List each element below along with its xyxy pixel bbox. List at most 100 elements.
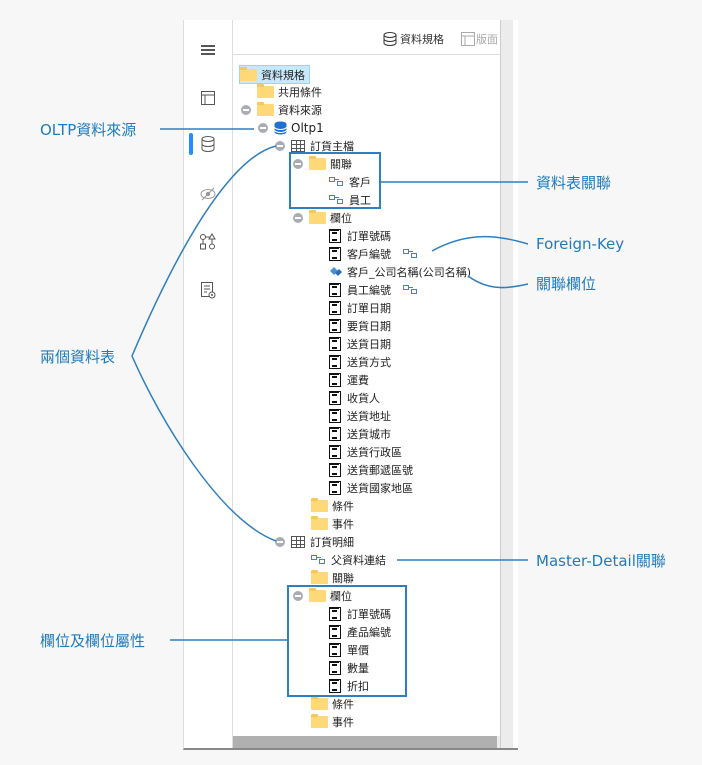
tree-node-field[interactable]: 客戶編號 xyxy=(329,245,423,262)
callout-relation-field: 關聯欄位 xyxy=(536,275,597,293)
collapse-icon[interactable] xyxy=(275,536,285,547)
tree-node-master-table[interactable]: 訂貨主檔 xyxy=(275,137,354,154)
tree-node-relation[interactable]: 員工 xyxy=(329,191,371,208)
field-icon xyxy=(329,678,341,693)
field-icon xyxy=(329,390,341,405)
horizontal-scrollbar[interactable] xyxy=(233,736,500,748)
field-icon xyxy=(329,246,341,261)
tree-node-data-sources[interactable]: 資料來源 xyxy=(241,101,322,118)
folder-icon xyxy=(240,66,257,81)
tree-node-connection[interactable]: Oltp1 xyxy=(258,119,324,136)
tree-node-detail-fields[interactable]: 欄位 xyxy=(293,587,352,604)
collapse-icon[interactable] xyxy=(258,122,268,133)
field-icon xyxy=(329,624,341,639)
tree-node-field[interactable]: 訂單日期 xyxy=(329,299,391,316)
database-icon xyxy=(274,121,287,134)
data-spec-panel: 資料規格 版面 資料規格 共用條件 資料來源 xyxy=(183,20,518,750)
database-icon[interactable] xyxy=(196,132,220,156)
tree-node-field[interactable]: 員工編號 xyxy=(329,281,423,298)
collapse-icon[interactable] xyxy=(293,590,303,601)
tree-node-shared-conditions[interactable]: 共用條件 xyxy=(257,83,322,100)
active-indicator xyxy=(189,133,193,155)
side-rail xyxy=(184,20,233,748)
collapse-icon[interactable] xyxy=(275,140,285,151)
folder-icon xyxy=(311,695,328,710)
callout-oltp-source: OLTP資料來源 xyxy=(40,121,137,139)
folder-icon xyxy=(311,515,328,530)
field-icon xyxy=(329,444,341,459)
collapse-icon[interactable] xyxy=(293,158,303,169)
menu-icon[interactable] xyxy=(196,38,220,62)
tree-pane: 資料規格 版面 資料規格 共用條件 資料來源 xyxy=(233,20,500,748)
collapse-icon[interactable] xyxy=(241,104,251,115)
field-icon xyxy=(329,426,341,441)
layout-icon[interactable] xyxy=(196,86,220,110)
relation-icon xyxy=(329,194,345,205)
tree-node-detail-relations[interactable]: 關聯 xyxy=(311,569,354,586)
tree-node-detail-table[interactable]: 訂貨明細 xyxy=(275,533,354,550)
folder-icon xyxy=(309,155,326,170)
folder-icon xyxy=(311,497,328,512)
tree-node-field[interactable]: 訂單號碼 xyxy=(329,227,391,244)
table-icon xyxy=(291,535,305,548)
relation-icon xyxy=(329,176,345,187)
callout-table-relation: 資料表關聯 xyxy=(536,174,612,192)
tree-node-field[interactable]: 送貨國家地區 xyxy=(329,479,413,496)
tree-node-master-events[interactable]: 事件 xyxy=(311,515,354,532)
field-icon xyxy=(329,228,341,243)
relation-icon xyxy=(311,554,327,565)
tree-node-parent-link[interactable]: 父資料連結 xyxy=(311,551,386,568)
panel-toolbar: 資料規格 版面 xyxy=(233,20,500,55)
table-icon xyxy=(291,139,305,152)
tree-node-field[interactable]: 送貨城市 xyxy=(329,425,391,442)
callout-master-detail: Master-Detail關聯 xyxy=(536,552,666,570)
tree-node-root[interactable]: 資料規格 xyxy=(239,65,310,84)
tree-node-field[interactable]: 運費 xyxy=(329,371,369,388)
field-icon xyxy=(329,336,341,351)
folder-icon xyxy=(311,713,328,728)
tree-node-relation[interactable]: 客戶 xyxy=(329,173,371,190)
tree-node-field[interactable]: 送貨地址 xyxy=(329,407,391,424)
tree-node-field[interactable]: 單價 xyxy=(329,641,369,658)
tree-node-master-fields[interactable]: 欄位 xyxy=(293,209,352,226)
tree-node-detail-conditions[interactable]: 條件 xyxy=(311,695,354,712)
field-icon xyxy=(329,372,341,387)
field-icon xyxy=(329,480,341,495)
tree-node-master-conditions[interactable]: 條件 xyxy=(311,497,354,514)
tree-node-master-relations[interactable]: 關聯 xyxy=(293,155,352,172)
vertical-scrollbar[interactable] xyxy=(500,20,513,748)
tree-node-field[interactable]: 產品編號 xyxy=(329,623,391,640)
eye-off-icon[interactable] xyxy=(196,182,220,206)
database-icon xyxy=(383,32,397,46)
folder-icon xyxy=(311,569,328,584)
collapse-icon[interactable] xyxy=(293,212,303,223)
data-spec-tab[interactable]: 資料規格 xyxy=(382,30,444,48)
horizontal-scrollbar-thumb[interactable] xyxy=(233,736,497,748)
tree-node-field[interactable]: 送貨行政區 xyxy=(329,443,402,460)
flow-icon[interactable] xyxy=(196,230,220,254)
tree-node-field[interactable]: 送貨日期 xyxy=(329,335,391,352)
tree-node-detail-events[interactable]: 事件 xyxy=(311,713,354,730)
foreign-key-icon xyxy=(403,248,419,259)
tree-node-field[interactable]: 數量 xyxy=(329,659,369,676)
folder-icon xyxy=(309,587,326,602)
tree-node-field[interactable]: 送貨方式 xyxy=(329,353,391,370)
tree-node-field[interactable]: 折扣 xyxy=(329,677,369,694)
layout-icon xyxy=(461,32,475,46)
field-icon xyxy=(329,300,341,315)
tree-node-field[interactable]: 送貨郵遞區號 xyxy=(329,461,413,478)
field-icon xyxy=(329,660,341,675)
field-icon xyxy=(329,606,341,621)
tree-node-lookup-field[interactable]: 客戶_公司名稱(公司名稱) xyxy=(329,263,471,280)
field-icon xyxy=(329,462,341,477)
report-settings-icon[interactable] xyxy=(196,278,220,302)
callout-foreign-key: Foreign-Key xyxy=(536,235,625,253)
field-icon xyxy=(329,408,341,423)
tree-node-field[interactable]: 要貨日期 xyxy=(329,317,391,334)
folder-icon xyxy=(257,101,274,116)
tree-node-field[interactable]: 收貨人 xyxy=(329,389,380,406)
folder-icon xyxy=(309,209,326,224)
field-icon xyxy=(329,282,341,297)
tree-node-field[interactable]: 訂單號碼 xyxy=(329,605,391,622)
layout-tab[interactable]: 版面 xyxy=(461,30,498,48)
